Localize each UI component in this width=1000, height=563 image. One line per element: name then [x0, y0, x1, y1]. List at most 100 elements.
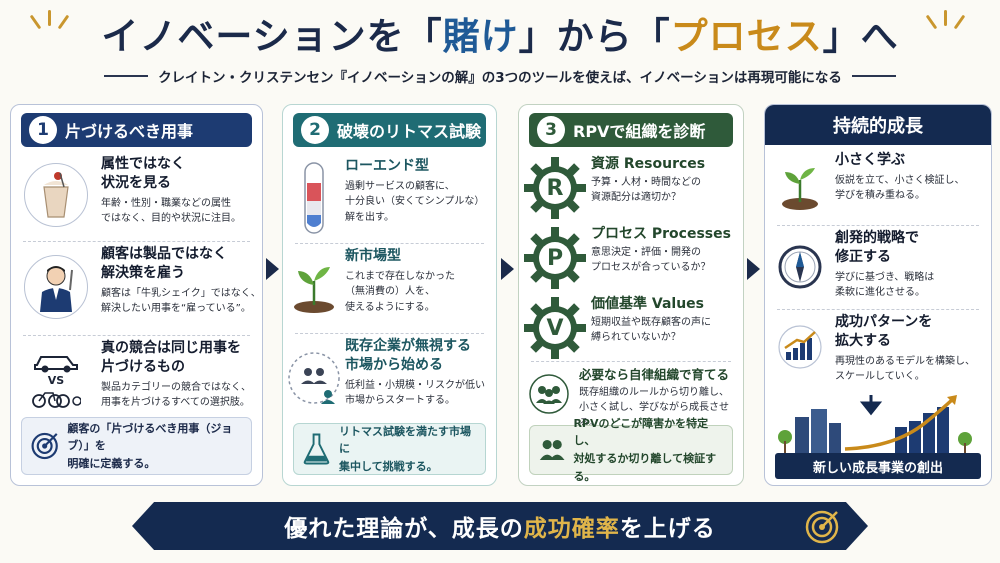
item-desc: 既存組織のルールから切り離し、 小さく試し、学びながら成長させる。: [579, 386, 729, 429]
vs-label: VS: [47, 373, 65, 387]
growth-result-banner: 新しい成長事業の創出: [775, 453, 981, 479]
item-text: 顧客は製品ではなく 解決策を雇う 顧客は「牛乳シェイク」ではなく、 解決したい用…: [101, 245, 262, 329]
item-text: ローエンド型 過剰サービスの顧客に、 十分良い（安くてシンプルな） 解を出す。: [345, 157, 496, 239]
list-item: 顧客は製品ではなく 解決策を雇う 顧客は「牛乳シェイク」ではなく、 解決したい用…: [11, 245, 262, 329]
item-text: 価値基準 Values 短期収益や既存顧客の声に 縛られていないか？: [591, 295, 743, 361]
item-text: 必要なら自律組織で育てる 既存組織のルールから切り離し、 小さく試し、学びながら…: [579, 367, 743, 429]
item-text: 小さく学ぶ 仮説を立て、小さく検証し、 学びを積み重ねる。: [835, 151, 991, 221]
sprout-icon: [283, 247, 345, 329]
list-item: V 価値基準 Values 短期収益や既存顧客の声に 縛られていないか？: [519, 295, 743, 361]
milkshake-icon: [24, 163, 88, 227]
column-3-title: RPVで組織を診断: [573, 122, 706, 141]
item-title: プロセス Processes: [591, 226, 731, 242]
column-1-title: 片づけるべき用事: [65, 122, 194, 141]
flow-arrow-2: [501, 258, 514, 280]
item-desc: 学びに基づき、戦略は 柔軟に進化させる。: [835, 271, 935, 299]
column-4-header: 持続的成長: [765, 105, 991, 145]
item-desc: 過剰サービスの顧客に、 十分良い（安くてシンプルな） 解を出す。: [345, 180, 485, 223]
item-desc: 顧客は「牛乳シェイク」ではなく、 解決したい用事を“雇っている”。: [101, 287, 261, 315]
car-vs-bike-icon: VS: [11, 339, 101, 419]
list-item: VS 真の競合は同じ用事を 片づけるもの 製品カテゴリーの競合ではなく、 用事を…: [11, 339, 262, 419]
footer-message: 優れた理論が、成長の成功確率を上げる: [284, 509, 716, 543]
gear-icon: P: [519, 225, 591, 291]
growth-chart-icon: [765, 313, 835, 381]
item-text: 成功パターンを 拡大する 再現性のあるモデルを構築し、 スケールしていく。: [835, 313, 991, 382]
column-1-header: 1 片づけるべき用事: [21, 113, 252, 147]
title-part2: 」から「: [518, 14, 671, 58]
gear-icon: V: [519, 295, 591, 361]
item-text: プロセス Processes 意思決定・評価・開発の プロセスが合っているか？: [591, 225, 743, 291]
item-text: 既存企業が無視する 市場から始める 低利益・小規模・リスクが低い 市場からスター…: [345, 337, 496, 419]
item-desc: 年齢・性別・職業などの属性 ではなく、目的や状況に注目。: [101, 197, 241, 225]
subtitle-rule-left: [104, 75, 149, 77]
title-part3: 」へ: [822, 14, 899, 58]
item-desc: 意思決定・評価・開発の プロセスが合っているか？: [591, 246, 711, 274]
title-highlight-process: プロセス: [670, 14, 823, 58]
item-text: 資源 Resources 予算・人材・時間などの 資源配分は適切か？: [591, 155, 743, 221]
item-desc: 予算・人材・時間などの 資源配分は適切か？: [591, 176, 701, 204]
item-desc: 仮説を立て、小さく検証し、 学びを積み重ねる。: [835, 174, 965, 202]
item-desc: 低利益・小規模・リスクが低い 市場からスタートする。: [345, 379, 485, 407]
item-title: ローエンド型: [345, 158, 429, 174]
icon-cell: [11, 155, 101, 235]
list-item: ローエンド型 過剰サービスの顧客に、 十分良い（安くてシンプルな） 解を出す。: [283, 157, 496, 239]
target-icon: [800, 505, 844, 549]
seedling-icon: [765, 151, 835, 221]
flow-arrow-3: [747, 258, 760, 280]
divider: [295, 333, 484, 334]
icon-cell: [11, 245, 101, 329]
item-title: 価値基準 Values: [591, 296, 704, 312]
column-jobs-to-be-done: 1 片づけるべき用事 属性ではなく 状況を見る 年齢・性別・職業などの属性 では…: [10, 104, 263, 486]
item-title: 既存企業が無視する 市場から始める: [345, 338, 471, 373]
compass-icon: [765, 229, 835, 305]
subtitle: クレイトン・クリステンセン『イノベーションの解』の3つのツールを使えば、イノベー…: [158, 70, 842, 86]
list-item-autonomous-org: 必要なら自律組織で育てる 既存組織のルールから切り離し、 小さく試し、学びながら…: [519, 367, 743, 429]
people-icon: [283, 337, 345, 419]
subtitle-rule-right: [851, 75, 896, 77]
item-text: 創発的戦略で 修正する 学びに基づき、戦略は 柔軟に進化させる。: [835, 229, 991, 305]
list-item: 既存企業が無視する 市場から始める 低利益・小規模・リスクが低い 市場からスター…: [283, 337, 496, 419]
title-highlight-bet: 賭け: [442, 14, 519, 58]
item-title: 成功パターンを 拡大する: [835, 314, 933, 349]
list-item: 新市場型 これまで存在しなかった （無消費の）人を、 使えるようにする。: [283, 247, 496, 329]
list-item: 属性ではなく 状況を見る 年齢・性別・職業などの属性 ではなく、目的や状況に注目…: [11, 155, 262, 235]
rpv-letter-v: V: [546, 315, 564, 341]
flow-arrow-1: [266, 258, 279, 280]
test-tube-icon: [283, 157, 345, 239]
column-4-title: 持続的成長: [833, 116, 923, 137]
team-icon: [519, 367, 579, 421]
divider: [295, 243, 484, 244]
list-item: 小さく学ぶ 仮説を立て、小さく検証し、 学びを積み重ねる。: [765, 151, 991, 221]
flask-icon: [303, 433, 330, 465]
column-2-header: 2 破壊のリトマス試験: [293, 113, 486, 147]
city-growth-illustration: [775, 393, 981, 453]
item-desc: これまで存在しなかった （無消費の）人を、 使えるようにする。: [345, 270, 455, 313]
column-1-summary: 顧客の「片づけるべき用事（ジョブ）」を 明確に定義する。: [21, 417, 252, 475]
item-text: 属性ではなく 状況を見る 年齢・性別・職業などの属性 ではなく、目的や状況に注目…: [101, 155, 262, 235]
footer-banner: 優れた理論が、成長の成功確率を上げる: [132, 502, 868, 550]
column-3-header: 3 RPVで組織を診断: [529, 113, 733, 147]
item-title: 真の競合は同じ用事を 片づけるもの: [101, 340, 241, 375]
rpv-letter-r: R: [546, 175, 564, 201]
item-title: 必要なら自律組織で育てる: [579, 367, 730, 382]
step-number: 3: [537, 116, 565, 144]
footer-part1: 優れた理論が、成長の: [284, 515, 524, 542]
rpv-letter-p: P: [546, 245, 564, 271]
page-title: イノベーションを「賭け」から「プロセス」へ: [0, 6, 1000, 60]
summary-text: 顧客の「片づけるべき用事（ジョブ）」を 明確に定義する。: [67, 421, 233, 470]
divider: [777, 309, 979, 310]
item-title: 顧客は製品ではなく 解決策を雇う: [101, 246, 227, 281]
target-icon: [31, 432, 58, 460]
footer-part2: を上げる: [619, 515, 716, 542]
page-title-wrap: イノベーションを「賭け」から「プロセス」へ: [0, 6, 1000, 60]
step-number: 1: [29, 116, 57, 144]
divider: [23, 241, 250, 242]
item-desc: 再現性のあるモデルを構築し、 スケールしていく。: [835, 355, 975, 383]
item-title: 新市場型: [345, 248, 401, 264]
subtitle-row: クレイトン・クリステンセン『イノベーションの解』の3つのツールを使えば、イノベー…: [0, 66, 1000, 86]
list-item: 創発的戦略で 修正する 学びに基づき、戦略は 柔軟に進化させる。: [765, 229, 991, 305]
list-item: P プロセス Processes 意思決定・評価・開発の プロセスが合っているか…: [519, 225, 743, 291]
list-item: 成功パターンを 拡大する 再現性のあるモデルを構築し、 スケールしていく。: [765, 313, 991, 382]
item-title: 小さく学ぶ: [835, 152, 905, 168]
step-number: 2: [301, 116, 329, 144]
